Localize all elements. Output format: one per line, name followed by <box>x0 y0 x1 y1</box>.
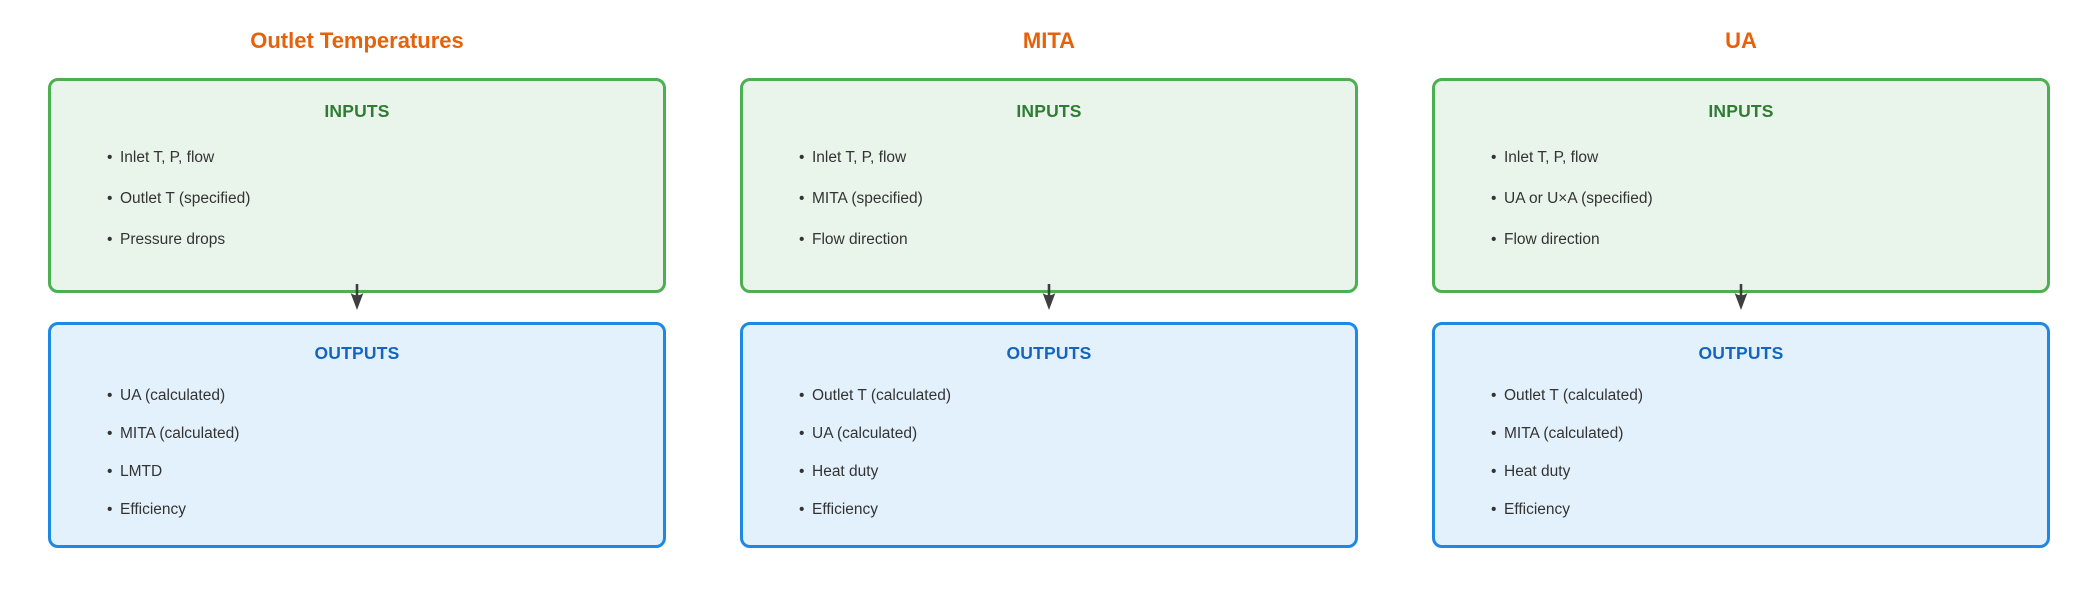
input-item: Outlet T (specified) <box>107 189 643 208</box>
input-item: Flow direction <box>799 230 1335 249</box>
output-item: Efficiency <box>1491 500 2027 519</box>
input-item: Inlet T, P, flow <box>799 148 1335 167</box>
inputs-list: Inlet T, P, flow Outlet T (specified) Pr… <box>51 148 663 249</box>
flow-arrow <box>740 284 1358 322</box>
output-item: MITA (calculated) <box>1491 424 2027 443</box>
inputs-list: Inlet T, P, flow UA or U×A (specified) F… <box>1435 148 2047 249</box>
column-outlet-temperatures: Outlet Temperatures INPUTS Inlet T, P, f… <box>48 0 666 548</box>
column-mita: MITA INPUTS Inlet T, P, flow MITA (speci… <box>740 0 1358 548</box>
input-item: Pressure drops <box>107 230 643 249</box>
outputs-box: OUTPUTS Outlet T (calculated) UA (calcul… <box>740 322 1358 548</box>
output-item: Heat duty <box>1491 462 2027 481</box>
column-title: MITA <box>1022 28 1076 53</box>
input-item: MITA (specified) <box>799 189 1335 208</box>
inputs-header-label: INPUTS <box>324 101 390 121</box>
inputs-list: Inlet T, P, flow MITA (specified) Flow d… <box>743 148 1355 249</box>
output-item: LMTD <box>107 462 643 481</box>
input-item: Inlet T, P, flow <box>1491 148 2027 167</box>
outputs-header-label: OUTPUTS <box>1006 343 1092 363</box>
output-item: UA (calculated) <box>799 424 1335 443</box>
input-item: Inlet T, P, flow <box>107 148 643 167</box>
inputs-box: INPUTS Inlet T, P, flow UA or U×A (speci… <box>1432 78 2050 293</box>
output-item: UA (calculated) <box>107 386 643 405</box>
arrow-down-icon <box>1042 284 1056 310</box>
output-item: Efficiency <box>107 500 643 519</box>
heat-exchanger-modes-diagram: Outlet Temperatures INPUTS Inlet T, P, f… <box>0 0 2095 548</box>
outputs-header-label: OUTPUTS <box>314 343 400 363</box>
column-title: UA <box>1725 28 1757 53</box>
outputs-list: Outlet T (calculated) UA (calculated) He… <box>743 386 1355 519</box>
input-item: UA or U×A (specified) <box>1491 189 2027 208</box>
input-item: Flow direction <box>1491 230 2027 249</box>
flow-arrow <box>1432 284 2050 322</box>
inputs-box: INPUTS Inlet T, P, flow Outlet T (specif… <box>48 78 666 293</box>
outputs-box: OUTPUTS UA (calculated) MITA (calculated… <box>48 322 666 548</box>
inputs-header-label: INPUTS <box>1016 101 1082 121</box>
column-title: Outlet Temperatures <box>250 28 464 53</box>
output-item: Efficiency <box>799 500 1335 519</box>
inputs-header-label: INPUTS <box>1708 101 1774 121</box>
output-item: MITA (calculated) <box>107 424 643 443</box>
arrow-down-icon <box>350 284 364 310</box>
outputs-box: OUTPUTS Outlet T (calculated) MITA (calc… <box>1432 322 2050 548</box>
column-ua: UA INPUTS Inlet T, P, flow UA or U×A (sp… <box>1432 0 2050 548</box>
arrow-down-icon <box>1734 284 1748 310</box>
outputs-list: UA (calculated) MITA (calculated) LMTD E… <box>51 386 663 519</box>
flow-arrow <box>48 284 666 322</box>
outputs-list: Outlet T (calculated) MITA (calculated) … <box>1435 386 2047 519</box>
output-item: Outlet T (calculated) <box>1491 386 2027 405</box>
output-item: Outlet T (calculated) <box>799 386 1335 405</box>
output-item: Heat duty <box>799 462 1335 481</box>
inputs-box: INPUTS Inlet T, P, flow MITA (specified)… <box>740 78 1358 293</box>
outputs-header-label: OUTPUTS <box>1698 343 1784 363</box>
